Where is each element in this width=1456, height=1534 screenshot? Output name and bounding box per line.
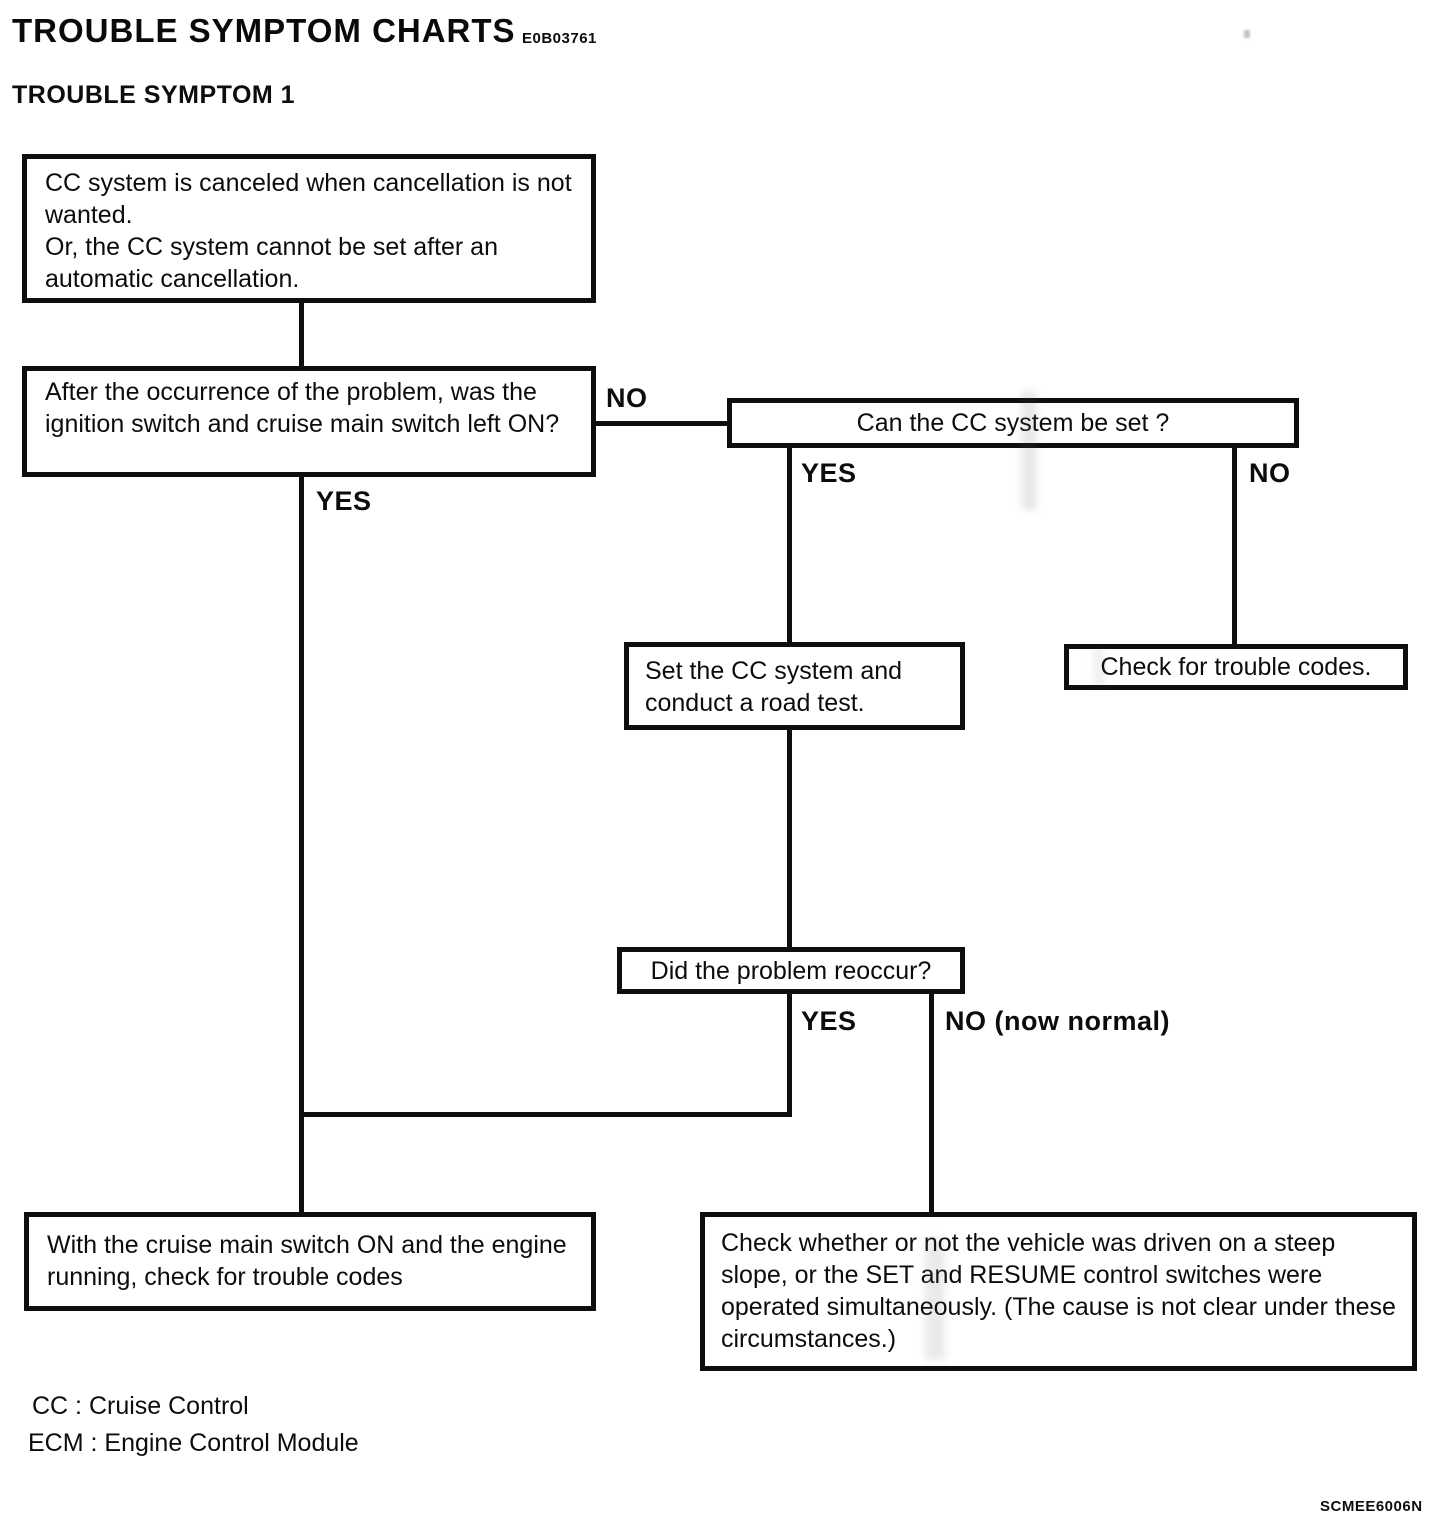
flow-line-reoccur-yes [787,992,792,1116]
label-no-can-set: NO [1249,458,1291,488]
label-no-reoccur: NO (now normal) [945,1006,1170,1036]
flow-box-check-codes-engine-running: With the cruise main switch ON and the e… [24,1212,596,1311]
flow-box-check-trouble-codes: Check for trouble codes. [1064,644,1408,690]
flow-line-can-set-no [1232,446,1237,646]
flow-line-merge-horizontal [299,1112,792,1117]
symptom-text-line1: CC system is canceled when cancellation … [45,169,572,229]
page-title: TROUBLE SYMPTOM CHARTS [12,12,516,49]
section-title: TROUBLE SYMPTOM 1 [12,81,296,109]
scan-artifact [1244,30,1250,38]
label-yes-reoccur: YES [801,1006,857,1036]
flow-box-road-test: Set the CC system and conduct a road tes… [624,642,965,730]
flow-box-symptom: CC system is canceled when cancellation … [22,154,596,303]
label-yes-switch: YES [316,486,372,516]
figure-code: SCMEE6006N [1320,1498,1423,1515]
flow-box-check-steep-slope: Check whether or not the vehicle was dri… [700,1212,1417,1371]
label-yes-can-set: YES [801,458,857,488]
label-no-switch: NO [606,383,648,413]
legend-ecm: ECM : Engine Control Module [28,1429,359,1457]
symptom-text-line2: Or, the CC system cannot be set after an… [45,233,498,293]
doc-number: E0B03761 [522,30,597,47]
flow-box-question-can-set: Can the CC system be set ? [727,398,1299,448]
flow-line-yes-long-vertical [299,476,304,1214]
flow-line-can-set-yes [787,446,792,644]
flow-line-symptom-to-question [299,302,304,368]
flow-line-no-to-can-set [595,421,730,426]
legend-cc: CC : Cruise Control [32,1392,249,1420]
flow-box-question-switch-left-on: After the occurrence of the problem, was… [22,366,596,477]
flow-line-road-test-to-reoccur [787,727,792,949]
flow-box-question-reoccur: Did the problem reoccur? [617,947,965,994]
flow-line-reoccur-no [929,992,934,1214]
